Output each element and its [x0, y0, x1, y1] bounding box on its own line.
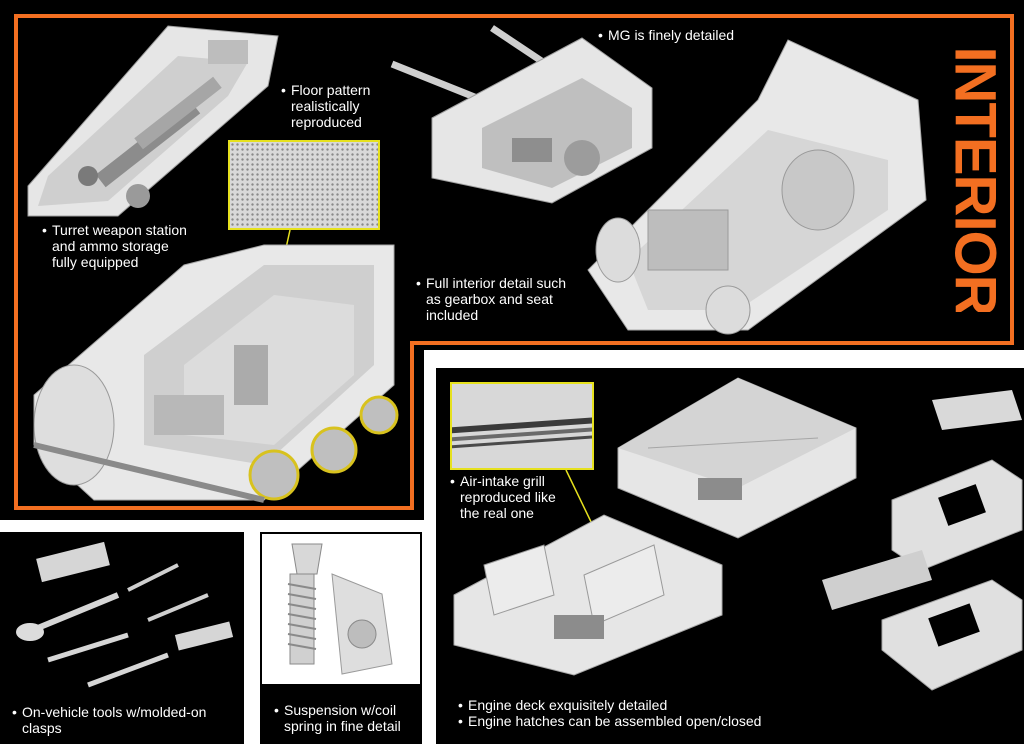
mg-render — [390, 25, 653, 204]
caption-line: included — [426, 307, 479, 323]
engine-deck-caption: • Engine deck exquisitely detailed — [458, 697, 668, 713]
air-intake-inset — [450, 382, 594, 470]
engine-deck-top-render — [617, 377, 857, 539]
caption-line: realistically — [291, 98, 360, 114]
bullet: • — [42, 222, 47, 238]
interior-caption: • Full interior detail such as gearbox a… — [416, 275, 567, 323]
suspension-render — [262, 534, 420, 684]
caption-line: spring in fine detail — [284, 718, 401, 734]
caption-line: as gearbox and seat — [426, 291, 553, 307]
floor-caption: • Floor pattern realistically reproduced — [281, 82, 371, 130]
bullet: • — [458, 697, 463, 713]
bullet: • — [598, 27, 603, 43]
hatch-parts-render — [822, 390, 1023, 691]
bullet: • — [274, 702, 279, 718]
bullet: • — [12, 704, 17, 720]
caption-line: On-vehicle tools w/molded-on — [22, 704, 207, 720]
engine-hatch-caption: • Engine hatches can be assembled open/c… — [458, 713, 762, 729]
bullet: • — [450, 473, 455, 489]
caption-line: and ammo storage — [52, 238, 169, 254]
engine-deck-bottom-render — [453, 514, 723, 676]
caption-line: Engine hatches can be assembled open/clo… — [468, 713, 762, 729]
caption-line: the real one — [460, 505, 534, 521]
turret-station-render — [27, 25, 279, 217]
caption-line: MG is finely detailed — [608, 27, 735, 43]
caption-line: fully equipped — [52, 254, 139, 270]
caption-line: Engine deck exquisitely detailed — [468, 697, 668, 713]
suspension-caption: • Suspension w/coil spring in fine detai… — [274, 702, 401, 734]
caption-line: clasps — [22, 720, 62, 736]
caption-line: Air-intake grill — [460, 473, 545, 489]
tools-render — [16, 541, 234, 688]
seat-gearbox-render — [587, 39, 927, 335]
tools-caption: • On-vehicle tools w/molded-on clasps — [12, 704, 207, 736]
caption-line: Turret weapon station — [52, 222, 187, 238]
bullet: • — [416, 275, 421, 291]
caption-line: Suspension w/coil — [284, 702, 397, 718]
turret-caption: • Turret weapon station and ammo storage… — [42, 222, 187, 270]
air-intake-caption: • Air-intake grill reproduced like the r… — [450, 473, 556, 521]
floor-pattern-inset — [228, 140, 380, 230]
caption-line: reproduced — [291, 114, 362, 130]
mg-caption: • MG is finely detailed — [598, 27, 735, 43]
hull-interior-render — [33, 244, 399, 503]
caption-line: reproduced like — [460, 489, 556, 505]
caption-line: Full interior detail such — [426, 275, 567, 291]
bullet: • — [281, 82, 286, 98]
bullet: • — [458, 713, 463, 729]
caption-line: Floor pattern — [291, 82, 371, 98]
